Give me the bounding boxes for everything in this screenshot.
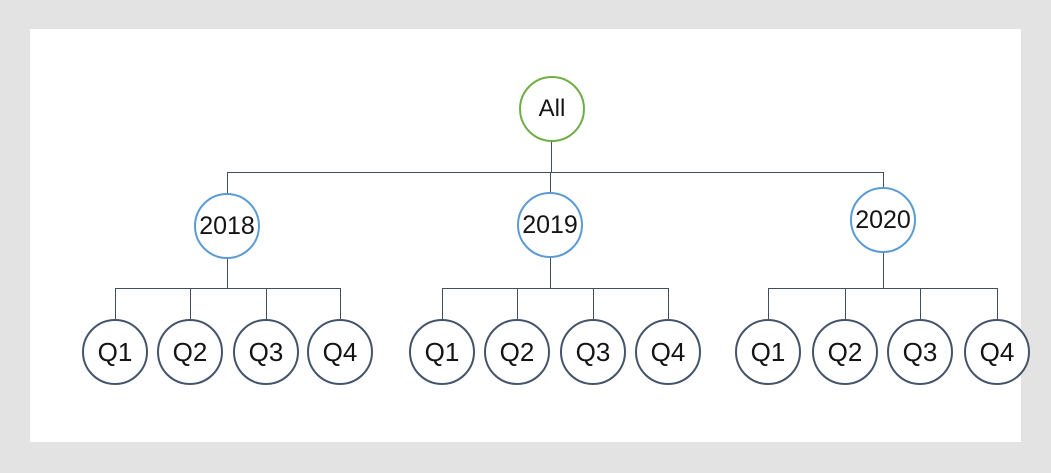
connector-2020-q4-drop — [997, 288, 998, 320]
connector-years-bus — [227, 172, 884, 173]
node-2018-q1-label: Q1 — [97, 336, 133, 367]
node-2020-q4-label: Q4 — [979, 336, 1015, 367]
node-2019-q3: Q3 — [560, 319, 626, 385]
node-2020-q2: Q2 — [812, 319, 878, 385]
node-year-2019-label: 2019 — [522, 210, 578, 239]
node-year-2019: 2019 — [517, 192, 583, 258]
node-2018-q2-label: Q2 — [172, 336, 208, 367]
node-2018-q4-label: Q4 — [322, 336, 358, 367]
connector-2019-q3-drop — [593, 288, 594, 320]
connector-2018-q4-drop — [340, 288, 341, 320]
node-2019-q4-label: Q4 — [650, 336, 686, 367]
node-2019-q1: Q1 — [409, 319, 475, 385]
connector-2020-bus — [768, 288, 998, 289]
node-2018-q3: Q3 — [233, 319, 299, 385]
node-2020-q1-label: Q1 — [750, 336, 786, 367]
node-2019-q1-label: Q1 — [424, 336, 460, 367]
connector-2019-q1-drop — [442, 288, 443, 320]
node-2019-q2: Q2 — [484, 319, 550, 385]
node-2018-q4: Q4 — [307, 319, 373, 385]
node-all: All — [519, 76, 585, 142]
connector-2019-q2-drop — [517, 288, 518, 320]
connector-2019-q4-drop — [668, 288, 669, 320]
node-2018-q2: Q2 — [157, 319, 223, 385]
node-2018-q1: Q1 — [82, 319, 148, 385]
connector-2018-q2-drop — [190, 288, 191, 320]
node-2020-q4: Q4 — [964, 319, 1030, 385]
node-2019-q3-label: Q3 — [575, 336, 611, 367]
node-year-2018: 2018 — [194, 193, 260, 259]
connector-2020-q2-drop — [845, 288, 846, 320]
connector-2018-q3-drop — [266, 288, 267, 320]
connector-drop-2019 — [550, 172, 551, 193]
node-2019-q4: Q4 — [635, 319, 701, 385]
connector-2018-q1-drop — [115, 288, 116, 320]
connector-drop-2018 — [227, 172, 228, 194]
node-2020-q3: Q3 — [887, 319, 953, 385]
connector-2018-bus — [115, 288, 341, 289]
node-all-label: All — [538, 95, 566, 122]
connector-2019-bus — [442, 288, 669, 289]
node-2020-q1: Q1 — [735, 319, 801, 385]
node-year-2018-label: 2018 — [199, 211, 255, 240]
connector-2019-down — [550, 257, 551, 289]
node-year-2020-label: 2020 — [855, 205, 911, 234]
diagram-canvas: All 2018 2019 2020 Q1 Q2 Q3 Q4 Q1 Q2 — [30, 29, 1030, 442]
node-2020-q3-label: Q3 — [902, 336, 938, 367]
connector-2018-down — [227, 258, 228, 289]
connector-2020-q1-drop — [768, 288, 769, 320]
node-2020-q2-label: Q2 — [827, 336, 863, 367]
connector-drop-2020 — [883, 172, 884, 189]
connector-2020-down — [883, 251, 884, 289]
node-year-2020: 2020 — [850, 187, 916, 253]
node-2018-q3-label: Q3 — [248, 336, 284, 367]
connector-2020-q3-drop — [920, 288, 921, 320]
node-2019-q2-label: Q2 — [499, 336, 535, 367]
connector-root-down — [551, 141, 552, 173]
